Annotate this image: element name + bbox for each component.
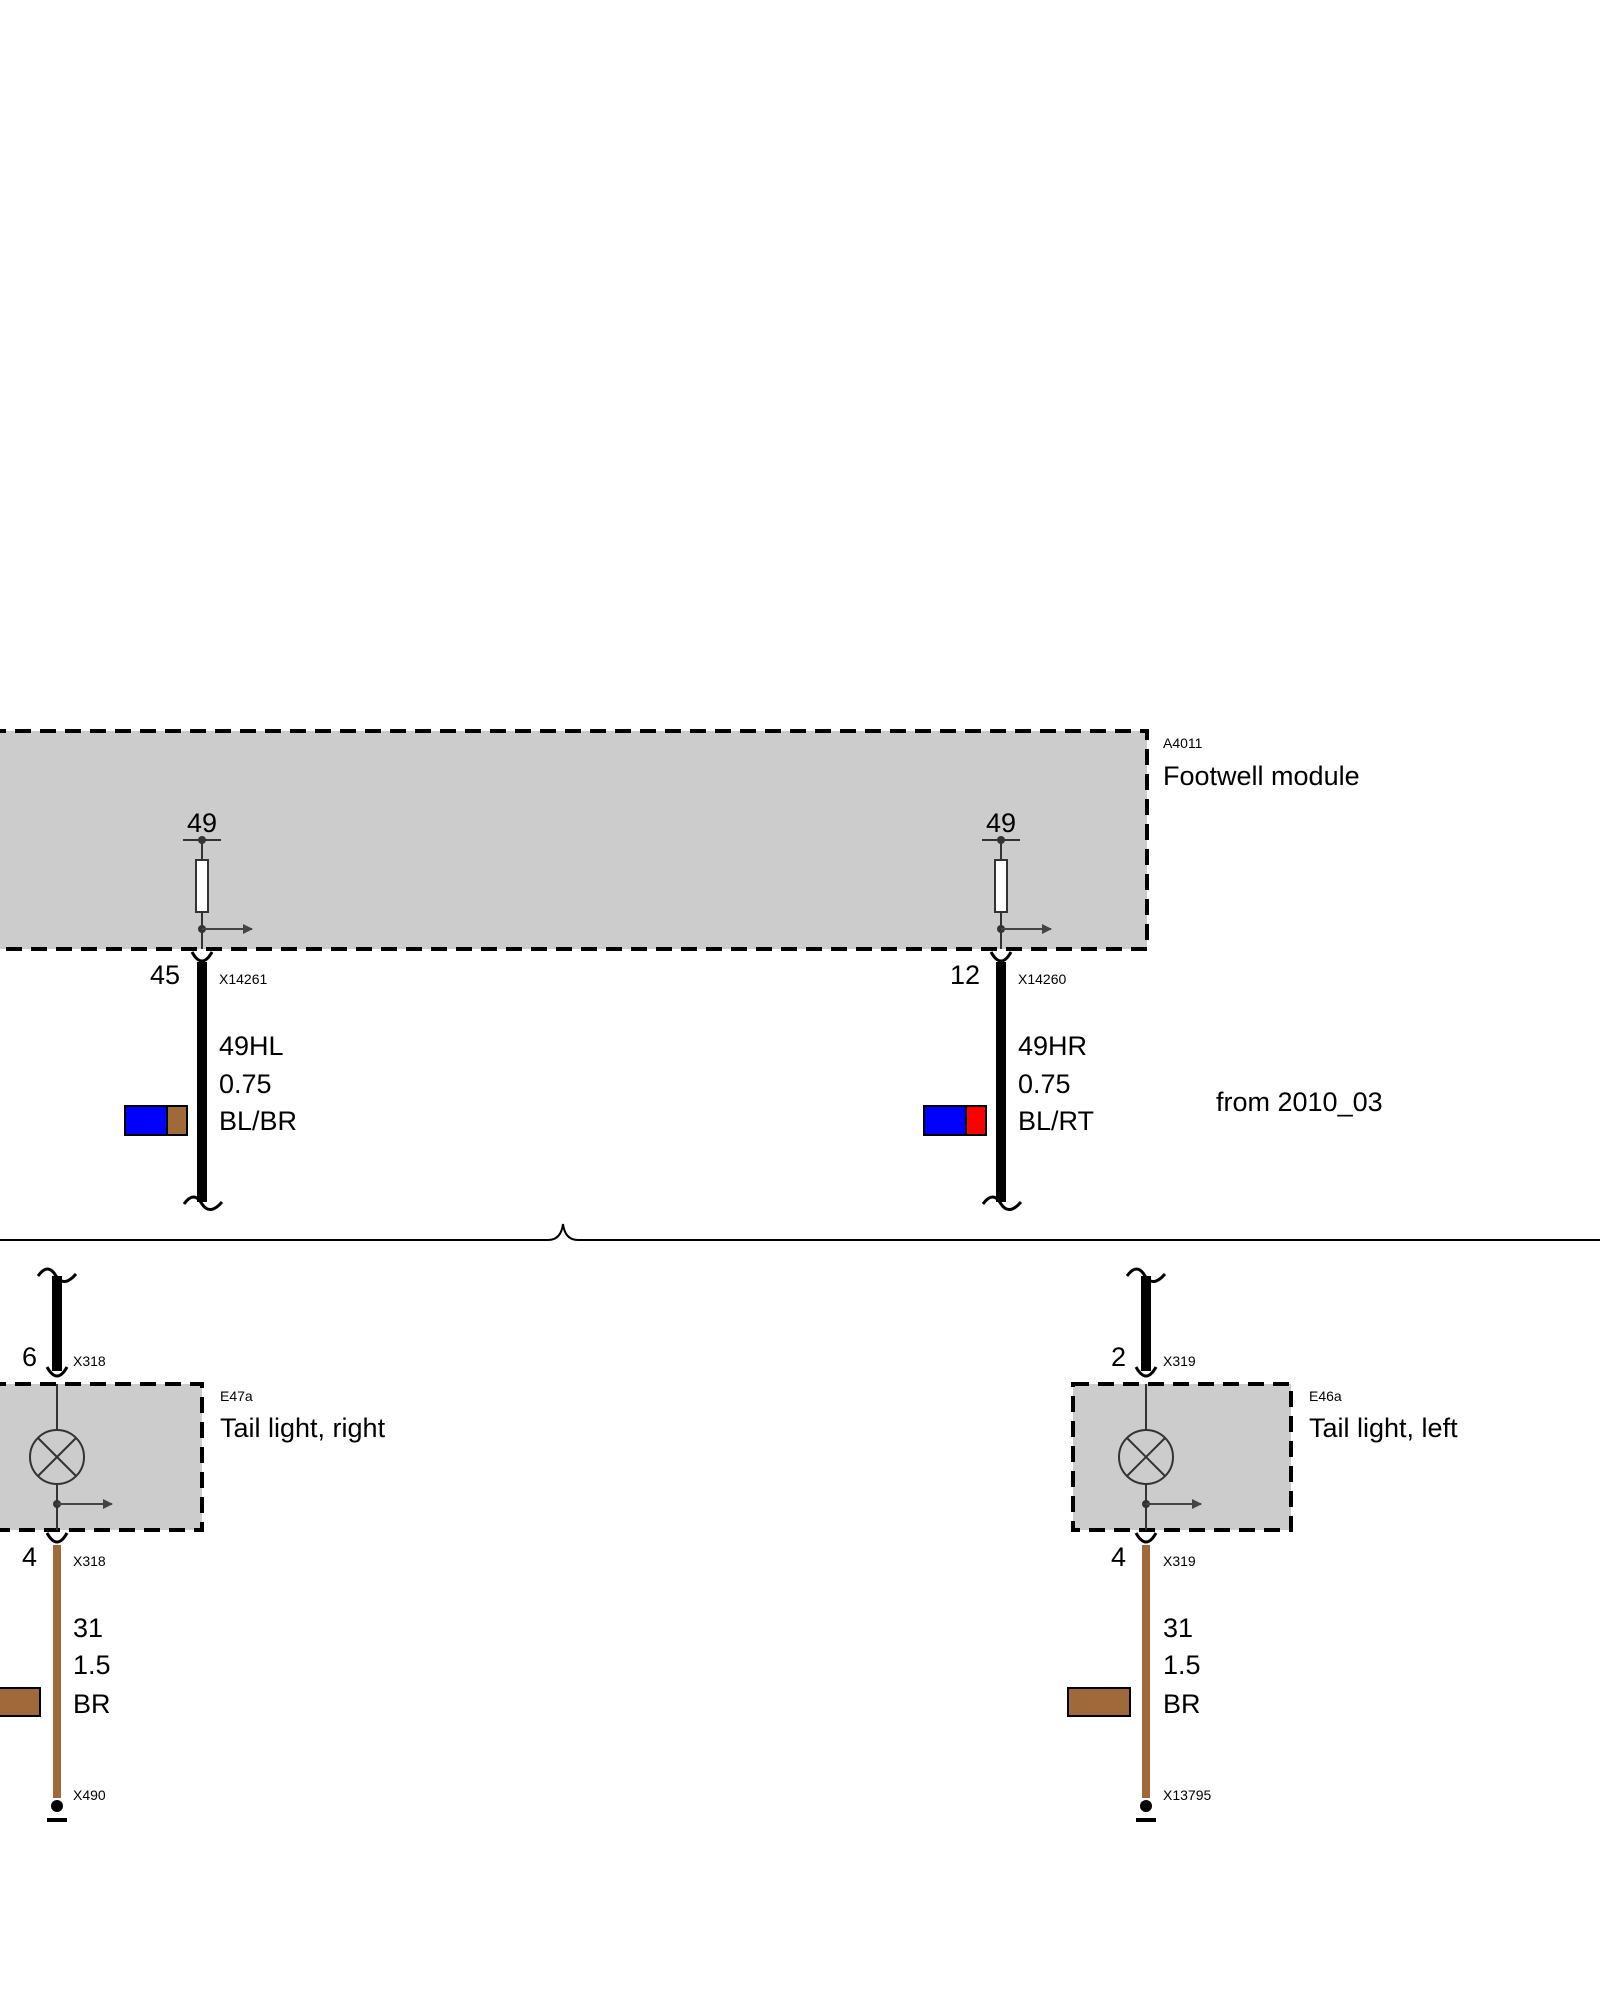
pin-number: 6 <box>22 1342 37 1372</box>
wire-49HL[interactable]: 45 X14261 49HL 0.75 BL/BR <box>124 951 297 1211</box>
wire-color-code: BL/BR <box>219 1106 297 1136</box>
wire-signal: 31 <box>73 1613 103 1643</box>
footwell-module[interactable]: A4011 Footwell module 49 49 <box>0 729 1360 951</box>
connector-id: X14260 <box>1018 971 1066 987</box>
pin-number: 45 <box>150 960 180 990</box>
wire-color-code: BL/RT <box>1018 1106 1094 1136</box>
terminal-label-left: 49 <box>187 808 217 838</box>
ground-icon <box>47 1800 67 1822</box>
wire-gauge: 0.75 <box>1018 1069 1071 1099</box>
pin-number: 4 <box>1111 1542 1126 1572</box>
wire-signal: 49HR <box>1018 1031 1087 1061</box>
wire-gauge: 1.5 <box>1163 1650 1201 1680</box>
tail-light-left-box <box>1071 1382 1293 1532</box>
ground-icon <box>1136 1800 1156 1822</box>
output-stage-left: 49 <box>183 808 253 949</box>
tail-light-right-box <box>0 1382 204 1532</box>
variant-note: from 2010_03 <box>1216 1087 1383 1117</box>
connector-socket-icon <box>989 951 1013 963</box>
wire-gauge: 1.5 <box>73 1650 111 1680</box>
connector-id: X14261 <box>219 971 267 987</box>
resistor-icon <box>195 859 209 913</box>
tail-light-left-name: Tail light, left <box>1309 1413 1458 1443</box>
wire-signal: 49HL <box>219 1031 284 1061</box>
pin-number: 2 <box>1111 1342 1126 1372</box>
connector-id: X319 <box>1163 1553 1196 1569</box>
wire-color-swatch <box>1067 1687 1131 1717</box>
tail-light-right[interactable]: 6 X318 E47a Tail light, right 4 X318 31 … <box>0 1267 386 1822</box>
wire-break-icon <box>981 1195 1023 1211</box>
connector-socket-icon <box>1134 1366 1158 1378</box>
terminal-label-right: 49 <box>986 808 1016 838</box>
variant-brace <box>0 1223 1600 1241</box>
connector-socket-icon <box>45 1366 69 1378</box>
ground-id: X490 <box>73 1787 106 1803</box>
wire-signal: 31 <box>1163 1613 1193 1643</box>
wire-color-swatch <box>124 1105 188 1136</box>
connector-socket-icon <box>190 951 214 963</box>
footwell-module-box <box>0 729 1149 951</box>
wire-49HR[interactable]: 12 X14260 49HR 0.75 BL/RT <box>923 951 1094 1211</box>
tail-light-left[interactable]: 2 X319 E46a Tail light, left 4 X319 31 1… <box>1067 1267 1458 1822</box>
wire-color-code: BR <box>1163 1689 1201 1719</box>
connector-id: X318 <box>73 1353 106 1369</box>
footwell-module-id: A4011 <box>1163 735 1203 751</box>
connector-socket-icon <box>45 1532 69 1544</box>
wire-break-icon <box>182 1195 224 1211</box>
wire-color-swatch <box>923 1105 987 1136</box>
tail-light-left-id: E46a <box>1309 1388 1342 1404</box>
connector-id: X319 <box>1163 1353 1196 1369</box>
resistor-icon <box>994 859 1008 913</box>
tail-light-right-name: Tail light, right <box>220 1413 386 1443</box>
wire-color-swatch <box>0 1687 41 1717</box>
wire-gauge: 0.75 <box>219 1069 272 1099</box>
footwell-module-name: Footwell module <box>1163 761 1360 791</box>
pin-number: 4 <box>22 1542 37 1572</box>
output-stage-right: 49 <box>982 808 1052 949</box>
connector-socket-icon <box>1134 1532 1158 1544</box>
tail-light-right-id: E47a <box>220 1388 253 1404</box>
pin-number: 12 <box>950 960 980 990</box>
connector-id: X318 <box>73 1553 106 1569</box>
wire-color-code: BR <box>73 1689 111 1719</box>
ground-id: X13795 <box>1163 1787 1211 1803</box>
